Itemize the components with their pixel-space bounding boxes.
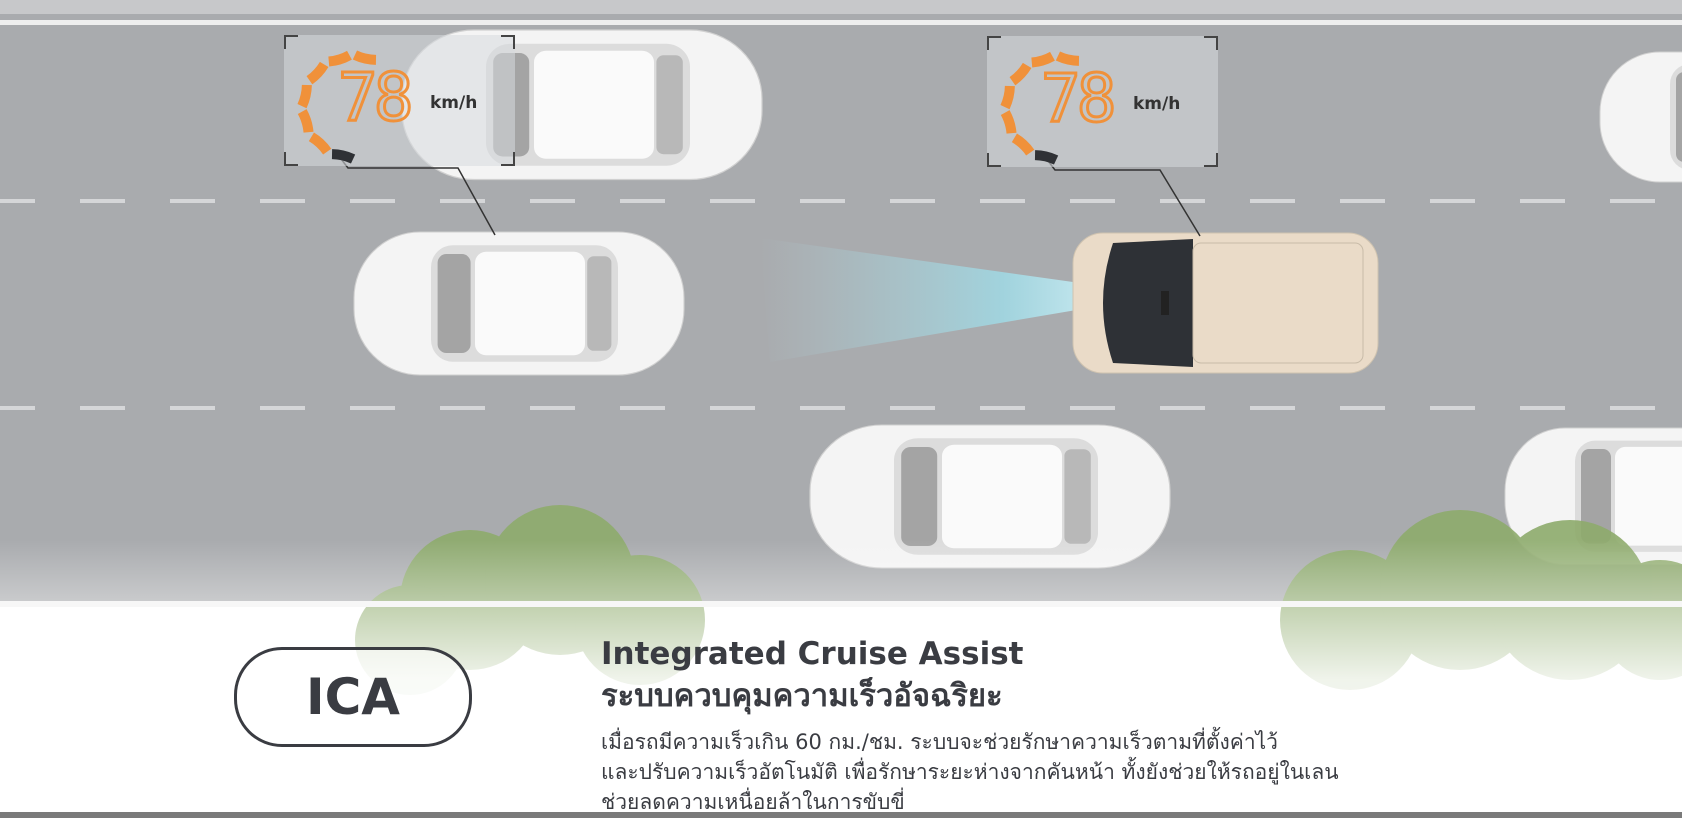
gauge-segment — [331, 149, 356, 164]
lane-dash — [350, 199, 395, 203]
lane-dash — [440, 199, 485, 203]
lane-dash — [800, 199, 845, 203]
gauge-segment — [1000, 110, 1017, 134]
lane-dash — [890, 199, 935, 203]
speed-gauge-icon — [297, 50, 377, 164]
gauge-segment — [328, 50, 352, 67]
description-line: ช่วยลดความเหนื่อยล้าในการขับขี่ — [601, 790, 905, 814]
gauge-segment — [1011, 133, 1035, 156]
lane-dash — [350, 406, 395, 410]
lane-dash — [1160, 199, 1205, 203]
lane-dash — [80, 406, 125, 410]
ica-badge: ICA — [234, 647, 472, 747]
lane-dash — [170, 199, 215, 203]
lane-dash — [620, 406, 665, 410]
gauge-segment — [306, 61, 329, 85]
lane-dash — [530, 199, 575, 203]
lane-dash — [620, 199, 665, 203]
lane-dash — [80, 199, 125, 203]
car-left — [353, 231, 685, 376]
lane-dash — [260, 406, 305, 410]
gauge-segment — [1034, 150, 1059, 165]
lane-dash — [1250, 406, 1295, 410]
lane-dash — [710, 406, 755, 410]
lane-dash — [980, 199, 1025, 203]
lane-dash — [1520, 199, 1565, 203]
speed-value: 78 — [1039, 60, 1118, 137]
speed-gauge-icon — [1000, 51, 1080, 165]
feature-description: เมื่อรถมีความเร็วเกิน 60 กม./ชม. ระบบจะช… — [601, 727, 1339, 817]
lane-dash — [1340, 406, 1385, 410]
lane-dash — [0, 199, 35, 203]
speed-display-right: 78 km/h — [987, 36, 1218, 167]
gauge-segment — [352, 50, 377, 65]
gauge-segment — [297, 84, 312, 109]
gauge-segment — [1031, 51, 1055, 68]
lane-dash — [1160, 406, 1205, 410]
gauge-segment — [1055, 51, 1080, 66]
description-line: และปรับความเร็วอัตโนมัติ เพื่อรักษาระยะห… — [601, 760, 1339, 784]
lane-dash — [1070, 199, 1115, 203]
gauge-segment — [297, 109, 314, 133]
sensor-beam — [760, 238, 1165, 362]
lane-dash — [0, 406, 35, 410]
speed-unit: km/h — [1133, 94, 1181, 114]
bottom-bar — [0, 812, 1682, 818]
lane-dash — [710, 199, 755, 203]
lane-dash — [1250, 199, 1295, 203]
lane-dash — [1430, 199, 1475, 203]
feature-title-english: Integrated Cruise Assist — [601, 636, 1024, 672]
lane-dash — [1520, 406, 1565, 410]
top-lane-line — [0, 20, 1682, 25]
ego-car — [1072, 232, 1379, 374]
speed-value: 78 — [336, 59, 415, 136]
lane-dash — [1070, 406, 1115, 410]
lane-dash — [1430, 406, 1475, 410]
lane-dash — [260, 199, 305, 203]
gauge-segment — [1009, 62, 1032, 86]
lane-dash — [530, 406, 575, 410]
gauge-segment — [308, 132, 332, 155]
gauge-segment — [1000, 85, 1015, 110]
lane-dash — [1610, 199, 1655, 203]
lane-dash — [980, 406, 1025, 410]
lane-dash — [800, 406, 845, 410]
lane-dash — [170, 406, 215, 410]
feature-title-thai: ระบบควบคุมความเร็วอัจฉริยะ — [601, 678, 1003, 714]
lane-dash — [1340, 199, 1385, 203]
description-line: เมื่อรถมีความเร็วเกิน 60 กม./ชม. ระบบจะช… — [601, 730, 1278, 754]
lane-dash — [890, 406, 935, 410]
lane-dash — [440, 406, 485, 410]
speed-unit: km/h — [430, 93, 478, 113]
speed-display-left: 78 km/h — [284, 35, 515, 166]
lane-dash — [1610, 406, 1655, 410]
lane-markings — [0, 199, 1655, 410]
